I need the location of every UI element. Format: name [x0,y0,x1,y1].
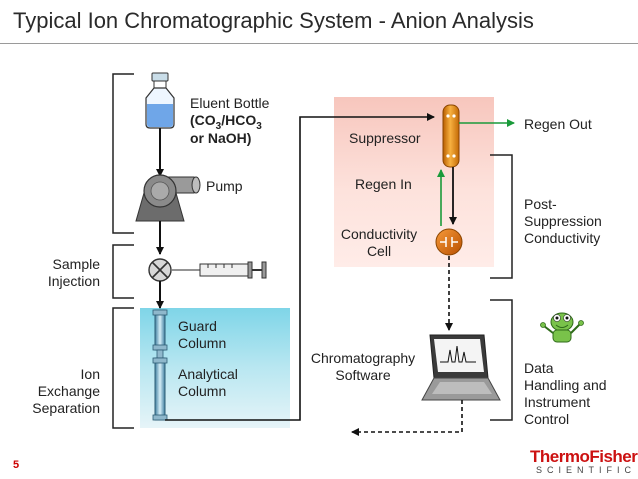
conductivity-cell-label: Conductivity Cell [340,226,418,259]
company-logo-subtitle: SCIENTIFIC [536,465,637,475]
bracket-data-handling [490,299,513,421]
company-logo: ThermoFisher [530,447,638,466]
laptop-icon [421,334,501,401]
sample-injection-label: Sample Injection [47,256,100,289]
chromatography-software-label: Chromatography Software [310,350,416,383]
syringe-icon [172,261,267,279]
guard-column-icon [152,309,168,351]
eluent-formula-line2: or NaOH) [190,130,252,146]
regen-in-label: Regen In [355,176,412,192]
conductivity-cell-icon [435,228,463,256]
page-number: 5 [13,459,20,471]
bracket-injection [112,244,134,299]
analytical-column-label: Analytical Column [178,366,238,399]
eluent-formula: (CO3/HCO3 [190,112,262,132]
eluent-bottle-icon [145,72,175,129]
slide-title: Typical Ion Chromatographic System - Ani… [13,8,534,33]
bracket-eluent [112,73,134,234]
title-divider [0,43,638,44]
mascot-icon [540,312,584,343]
suppressor-icon [442,104,460,168]
suppressor-panel [334,97,494,267]
eluent-bottle-label: Eluent Bottle [190,95,270,111]
post-suppression-label: Post- Suppression Conductivity [524,196,602,246]
bracket-separation [112,307,134,429]
bracket-post-suppression [490,154,513,279]
ion-exchange-label: Ion Exchange Separation [32,366,100,416]
suppressor-label: Suppressor [349,130,421,146]
analytical-column-icon [152,349,168,421]
guard-column-label: Guard Column [178,318,227,351]
injection-valve-icon [148,258,172,282]
data-handling-label: Data Handling and Instrument Control [524,360,607,427]
pump-label: Pump [206,178,243,194]
regen-out-label: Regen Out [524,116,592,132]
pump-icon [135,174,201,222]
